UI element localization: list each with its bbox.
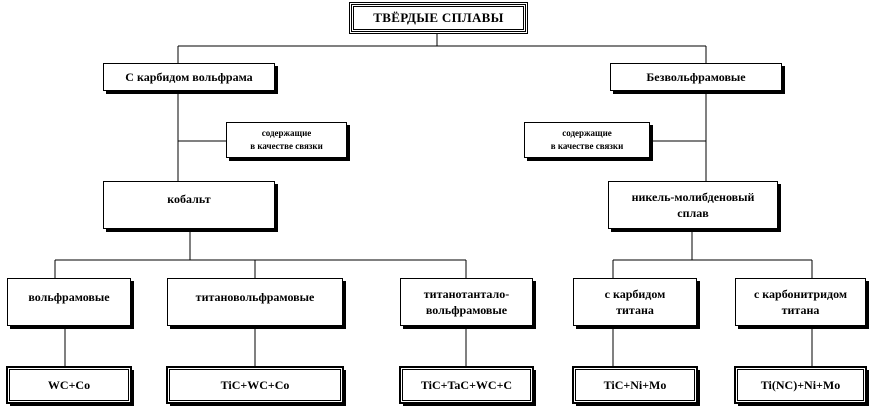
binder-note-left: содержащие в качестве связки bbox=[226, 122, 347, 158]
titanium-carbonitride-group-node: с карбонитридом титана bbox=[735, 278, 866, 326]
titanium-tantalum-tungsten-group-node: титанотантало- вольфрамовые bbox=[400, 278, 533, 326]
wc-co-composition: WC+Co bbox=[6, 366, 132, 404]
ti-nc-ni-mo-composition: Ti(NC)+Ni+Mo bbox=[734, 366, 867, 404]
tungsten-free-alloys-node: Безвольфрамовые bbox=[610, 63, 782, 91]
tic-tac-wc-c-composition: TiC+TaC+WC+C bbox=[399, 366, 534, 404]
diagram-title: ТВЁРДЫЕ СПЛАВЫ bbox=[349, 2, 528, 34]
tungsten-group-node: вольфрамовые bbox=[7, 278, 131, 326]
tungsten-carbide-alloys-node: С карбидом вольфрама bbox=[103, 63, 275, 91]
titanium-tungsten-group-node: титановольфрамовые bbox=[167, 278, 343, 326]
binder-note-right: содержащие в качестве связки bbox=[524, 122, 650, 158]
nickel-molybdenum-binder-node: никель-молибденовый сплав bbox=[608, 181, 778, 229]
titanium-carbide-group-node: с карбидом титана bbox=[573, 278, 697, 326]
tic-ni-mo-composition: TiC+Ni+Mo bbox=[572, 366, 698, 404]
tic-wc-co-composition: TiC+WC+Co bbox=[166, 366, 344, 404]
cobalt-binder-node: кобальт bbox=[103, 181, 275, 229]
